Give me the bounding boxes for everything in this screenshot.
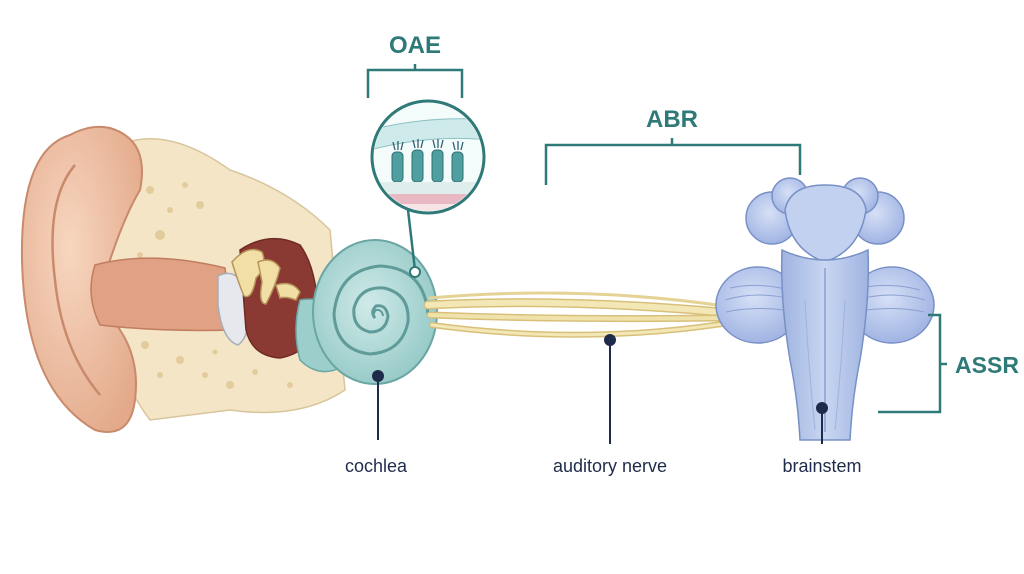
brainstem-label: brainstem	[782, 456, 861, 476]
cochlea-spiral-inner	[372, 308, 384, 319]
cochlea	[295, 239, 438, 385]
hair-cell-inset	[370, 99, 486, 278]
oae-bracket	[366, 64, 464, 98]
pinna	[20, 125, 143, 433]
brainstem	[715, 177, 935, 441]
auditory-nerve-label: auditory nerve	[553, 456, 667, 476]
pinna-fold	[51, 164, 101, 396]
outer-ear	[20, 125, 346, 433]
cochlea-label: cochlea	[345, 456, 408, 476]
brainstem-top	[784, 184, 867, 263]
cochlea-spiral	[332, 264, 430, 356]
ossicles	[231, 248, 301, 305]
assr-label: ASSR	[955, 352, 1019, 378]
auditory-nerve	[423, 291, 726, 338]
ear-canal	[90, 257, 233, 332]
assr-bracket	[878, 313, 947, 414]
abr-label: ABR	[646, 106, 698, 133]
abr-bracket	[544, 138, 802, 185]
pointer-lines	[372, 334, 828, 444]
bone-pores	[137, 182, 293, 389]
oae-label: OAE	[389, 32, 441, 59]
